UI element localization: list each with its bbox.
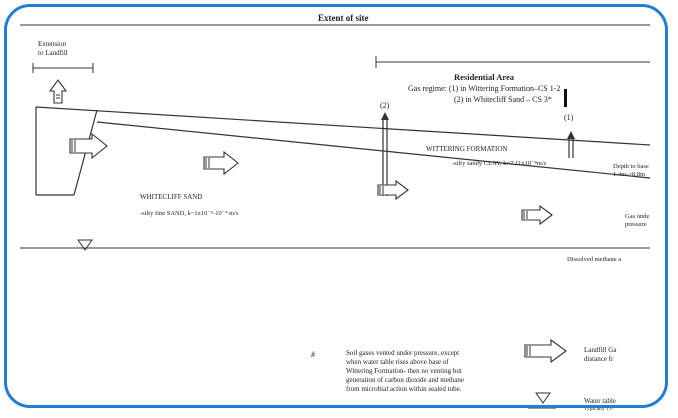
vent-marker-bar [564,89,567,107]
ground-surface [35,106,651,146]
wittering-description: -silty sandy CLAY, k=7.11x10⁻⁸m/s [452,160,547,167]
wittering-formation-label: WITTERING FORMATION [426,145,508,153]
vent-marker-1: (1) [564,113,574,122]
gas-regime-line-2: (2) in Whitecliff Sand – CS 3* [454,95,552,104]
wittering-base [96,121,651,179]
residential-title: Residential Area [454,72,515,82]
gas-under-pressure-label: Gas unde pressure [625,213,650,228]
legend-landfill-arrow [524,338,567,364]
legend-soil-gases-text: Soil gases vented under pressure, except… [346,349,464,393]
gas-flow-arrow-1 [69,132,108,160]
vent-tube-1-tip [567,131,575,139]
vent-tube-2-tip [381,112,389,120]
legend-hash-symbol: # [311,350,315,359]
landfill-up-arrow [48,79,68,104]
whitecliff-description: -silty fine SAND, k~1x10⁻⁵-10⁻⁴ m/s [140,210,239,217]
gas-flow-arrow-3 [377,179,409,201]
legend-landfill-gas-text: Landfill Ga distance fr [584,346,617,363]
gas-flow-arrow-2 [203,150,239,176]
legend-water-table-subtext: Typically 11- [584,406,614,412]
legend-water-table-text: Water table [584,397,616,405]
dissolved-methane-label: Dissolved methane a [567,256,622,263]
legend-water-table-symbol [535,392,551,404]
water-table-symbol [77,239,93,251]
extension-label: Extension to Landfill [38,40,68,57]
gas-flow-arrow-4 [521,204,553,226]
title: Extent of site [318,13,369,23]
depth-to-base-label: Depth to base 1.4m->8.8m [613,163,649,178]
gas-regime-line-1: Gas regime: (1) in Wittering Formation–C… [408,84,561,93]
whitecliff-sand-label: WHITECLIFF SAND [140,193,203,201]
vent-marker-2: (2) [380,101,390,110]
